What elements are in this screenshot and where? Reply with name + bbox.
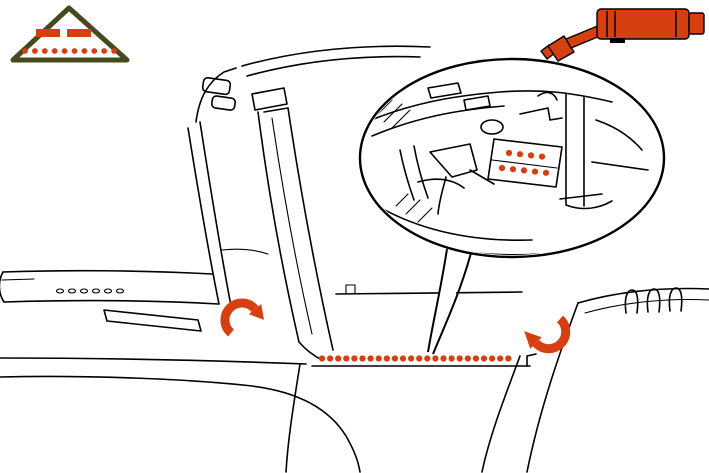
torch-neck xyxy=(565,24,601,49)
spot-weld-triangle-symbol xyxy=(10,5,130,63)
weld-dot xyxy=(456,355,463,362)
weld-dot xyxy=(505,149,513,157)
weld-dot xyxy=(538,153,546,160)
weld-dot xyxy=(359,355,366,362)
weld-dot xyxy=(41,48,48,54)
weld-dot xyxy=(527,152,535,159)
weld-dot xyxy=(111,48,117,54)
bend-direction-arrow-right xyxy=(524,315,571,354)
bend-direction-arrow-left xyxy=(220,298,264,337)
weld-dot xyxy=(61,48,68,54)
weld-strip-outline xyxy=(487,138,563,188)
weld-dot xyxy=(472,355,479,362)
weld-dot xyxy=(375,355,382,362)
weld-dot xyxy=(432,355,439,362)
weld-dot xyxy=(318,355,326,362)
weld-dot xyxy=(489,355,496,362)
torch-trigger xyxy=(610,38,625,43)
weld-dot xyxy=(440,355,447,362)
weld-dot xyxy=(335,355,342,362)
weld-dot xyxy=(391,355,398,362)
mig-torch-icon xyxy=(540,8,705,62)
weld-dot xyxy=(327,355,334,362)
weld-dot xyxy=(480,355,488,362)
rocker-spot-weld-row xyxy=(318,355,512,362)
torch-body xyxy=(596,8,690,40)
weld-dot xyxy=(498,164,506,172)
weld-dot xyxy=(497,355,504,362)
weld-dot xyxy=(81,48,88,54)
arrowhead-right xyxy=(524,331,542,349)
weld-dot xyxy=(91,48,98,54)
weld-dot xyxy=(542,169,550,176)
weld-dot xyxy=(424,355,431,362)
weld-dot xyxy=(367,355,374,362)
weld-dot xyxy=(32,48,38,54)
weld-dot xyxy=(351,355,358,362)
weld-seam-dash xyxy=(67,29,91,37)
weld-dot xyxy=(101,48,108,54)
weld-dot xyxy=(408,355,415,362)
weld-dot xyxy=(531,168,539,175)
weld-dot xyxy=(383,355,390,362)
arrowhead-left xyxy=(248,304,264,320)
weld-dot xyxy=(520,167,528,174)
weld-dot xyxy=(51,48,58,54)
lens-weld-dot-row-top xyxy=(505,149,546,160)
triangle-weld-dot-row xyxy=(22,48,117,54)
weld-dot xyxy=(343,355,350,362)
weld-dot xyxy=(22,48,28,54)
weld-dot xyxy=(509,166,517,173)
weld-dot xyxy=(505,355,512,362)
weld-dot xyxy=(399,355,407,362)
weld-dot xyxy=(464,355,471,362)
lens-weld-dot-row-bottom xyxy=(498,164,550,176)
weld-dot xyxy=(448,355,455,362)
weld-dot xyxy=(416,355,423,362)
magnifier-balloon xyxy=(358,57,666,355)
torch-connector xyxy=(688,12,705,35)
weld-seam-dash xyxy=(36,29,60,37)
car-body-line-art xyxy=(0,45,709,473)
weld-dot xyxy=(516,151,524,158)
weld-dot xyxy=(71,48,78,54)
